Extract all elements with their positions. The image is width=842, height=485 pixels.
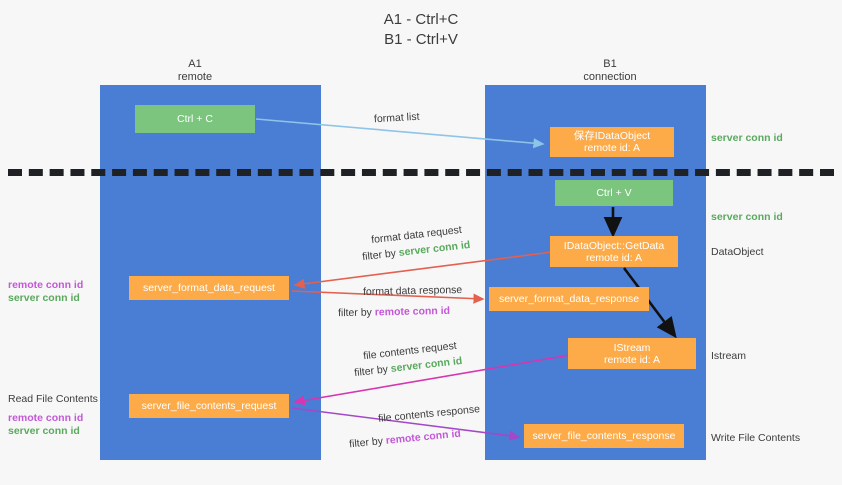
box-server-file-contents-request-label: server_file_contents_request [141, 400, 277, 412]
caption-format-data-response-filter: filter by remote conn id [338, 305, 450, 320]
label-dataobject: DataObject [711, 246, 764, 258]
box-istream[interactable]: IStream remote id: A [568, 338, 696, 369]
caption-remote-conn-id-1: remote conn id [374, 304, 451, 319]
label-remote-conn-id-2: remote conn id [8, 412, 84, 424]
lane-a1-role: remote [177, 71, 213, 83]
page-title: A1 - Ctrl+C B1 - Ctrl+V [0, 10, 842, 50]
label-remote-conn-id-1: remote conn id [8, 279, 84, 291]
caption-file-contents-response: file contents response [377, 403, 481, 425]
caption-filter-by-1: filter by [361, 247, 400, 264]
lane-b1-name: B1 [603, 58, 617, 70]
label-conn-ids-file: remote conn id server conn id [8, 412, 83, 438]
box-server-format-data-response[interactable]: server_format_data_response [489, 287, 649, 311]
caption-filter-by-2: filter by [337, 306, 375, 320]
box-istream-title: IStream [613, 341, 651, 354]
caption-filter-by-3: filter by [353, 363, 392, 380]
box-server-file-contents-request[interactable]: server_file_contents_request [129, 394, 289, 418]
lane-header-a1: A1 remote [115, 58, 275, 84]
box-save-idataobject[interactable]: 保存IDataObject remote id: A [550, 127, 674, 157]
box-server-format-data-request-label: server_format_data_request [143, 282, 275, 294]
label-server-conn-id-top: server conn id [711, 132, 783, 144]
title-line-2: B1 - Ctrl+V [384, 31, 458, 48]
caption-filter-by-4: filter by [348, 434, 387, 451]
box-ctrl-c-label: Ctrl + C [177, 113, 213, 125]
dashed-divider [8, 169, 834, 176]
lane-header-b1: B1 connection [530, 58, 690, 84]
box-server-format-data-response-label: server_format_data_response [498, 293, 640, 305]
caption-format-data-response: format data response [362, 283, 463, 299]
box-save-idataobject-title: 保存IDataObject [573, 130, 651, 142]
lane-b1-role: connection [583, 71, 637, 83]
box-server-file-contents-response-label: server_file_contents_response [532, 430, 676, 442]
label-conn-ids-format: remote conn id server conn id [8, 279, 83, 305]
label-server-conn-id-1: server conn id [8, 292, 80, 304]
label-server-conn-id-second: server conn id [711, 211, 783, 223]
box-server-file-contents-response[interactable]: server_file_contents_response [524, 424, 684, 448]
box-idataobject-getdata[interactable]: IDataObject::GetData remote id: A [550, 236, 678, 267]
caption-remote-conn-id-2: remote conn id [385, 427, 462, 447]
box-getdata-title: IDataObject::GetData [563, 239, 665, 252]
box-ctrl-v[interactable]: Ctrl + V [555, 180, 673, 206]
label-read-file-contents: Read File Contents [8, 393, 98, 405]
title-line-1: A1 - Ctrl+C [383, 11, 459, 28]
box-ctrl-v-label: Ctrl + V [596, 187, 632, 199]
box-server-format-data-request[interactable]: server_format_data_request [129, 276, 289, 300]
caption-format-list: format list [373, 110, 420, 126]
box-save-idataobject-remote-id: remote id: A [583, 142, 641, 154]
label-write-file-contents: Write File Contents [711, 432, 801, 444]
box-getdata-remote-id: remote id: A [585, 251, 643, 264]
label-server-conn-id-2: server conn id [8, 425, 80, 437]
caption-file-contents-response-filter: filter by remote conn id [349, 428, 462, 452]
box-ctrl-c[interactable]: Ctrl + C [135, 105, 255, 133]
box-istream-remote-id: remote id: A [603, 353, 661, 366]
label-istream: Istream [711, 350, 747, 362]
lane-a1-name: A1 [188, 58, 202, 70]
